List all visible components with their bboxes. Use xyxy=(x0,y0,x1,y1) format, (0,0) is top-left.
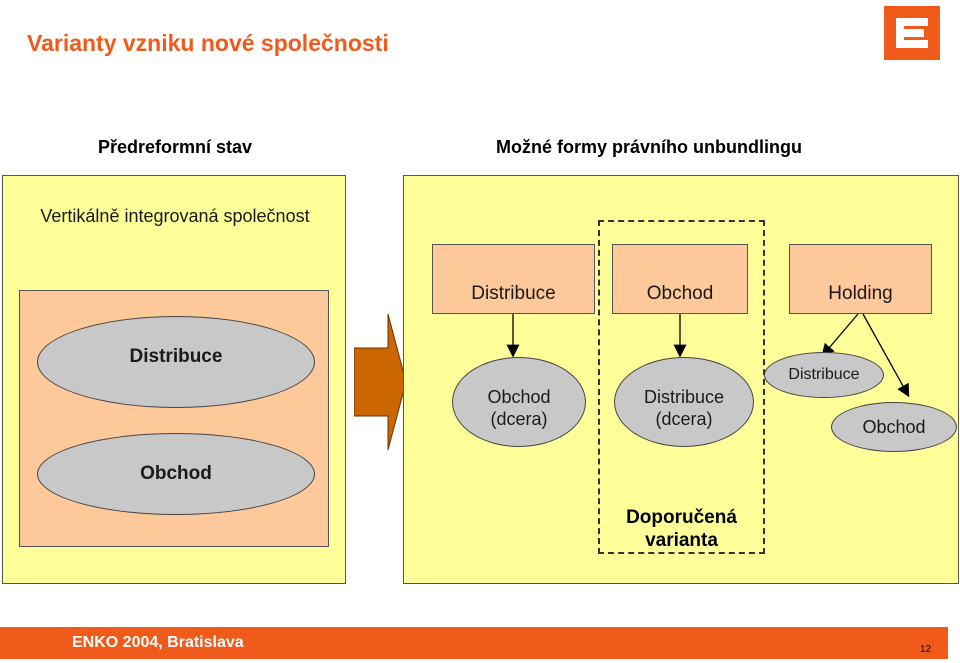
page-number: 12 xyxy=(920,644,932,655)
obchod-dcera-label: Obchod (dcera) xyxy=(487,386,551,430)
distribuce-dcera-label: Distribuce (dcera) xyxy=(643,386,725,430)
connector-arrows xyxy=(506,313,910,398)
obchod-ellipse-label: Obchod xyxy=(140,463,212,484)
right-arrow-icon xyxy=(354,314,406,450)
company-logo-icon xyxy=(884,6,940,60)
recommended-variant-label: Doporučená varianta xyxy=(626,507,737,551)
arrow-holding-to-obchod xyxy=(862,313,910,398)
obchod-dcera-ellipse: Obchod (dcera) xyxy=(452,357,586,447)
right-heading: Možné formy právního unbundlingu xyxy=(496,137,802,157)
vertical-company-label: Vertikálně integrovaná společnost xyxy=(40,206,310,226)
holding-obchod-ellipse: Obchod xyxy=(831,402,957,452)
holding-obchod-label: Obchod xyxy=(862,416,926,437)
distribuce-dcera-ellipse: Distribuce (dcera) xyxy=(614,357,754,447)
distribuce-ellipse: Distribuce xyxy=(37,316,315,408)
obchod-box: Obchod xyxy=(612,244,748,314)
holding-distribuce-label: Distribuce xyxy=(788,366,860,383)
left-heading: Předreformní stav xyxy=(97,137,253,157)
page-title: Varianty vzniku nové společnosti xyxy=(27,30,389,56)
distribuce-box-label: Distribuce xyxy=(471,283,556,304)
distribuce-ellipse-label: Distribuce xyxy=(129,346,223,367)
footer-bar xyxy=(0,627,948,659)
recommended-variant-frame xyxy=(598,220,765,554)
footer-text: ENKO 2004, Bratislava xyxy=(72,634,244,651)
obchod-box-label: Obchod xyxy=(646,283,714,304)
holding-distribuce-ellipse: Distribuce xyxy=(764,352,884,398)
obchod-ellipse: Obchod xyxy=(37,433,315,515)
holding-box-label: Holding xyxy=(828,283,893,304)
distribuce-box: Distribuce xyxy=(432,244,595,314)
holding-box: Holding xyxy=(789,244,932,314)
arrow-holding-to-distribuce xyxy=(821,313,859,357)
